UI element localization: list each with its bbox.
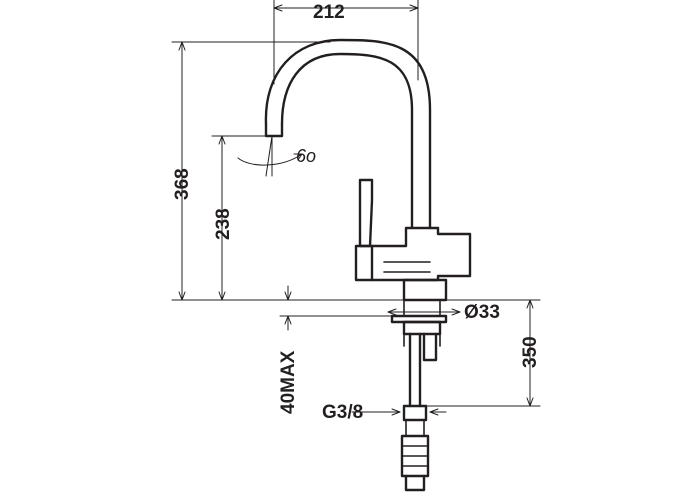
- dim-angle-value: 6: [296, 146, 307, 166]
- base-plate: [402, 278, 448, 302]
- spout-inner: [280, 52, 414, 230]
- hose: [408, 332, 422, 408]
- spout-outer: [264, 38, 432, 230]
- mount-nut: [402, 320, 442, 336]
- dim-thread-label: G3/8: [322, 402, 363, 423]
- dim-hole-diameter-label: Ø33: [464, 302, 500, 323]
- dim-total-height: 368: [171, 41, 405, 301]
- stud-side: [422, 332, 438, 362]
- side-lever: [354, 244, 374, 282]
- hose-connector: [400, 434, 430, 478]
- dim-thread: G3/8: [322, 402, 447, 423]
- dim-total-height-label: 368: [172, 168, 193, 200]
- dim-reach: 212: [273, 0, 419, 85]
- faucet-outline: [264, 38, 472, 492]
- mount-washer: [390, 314, 448, 324]
- dim-hose-length: 350: [423, 299, 541, 407]
- dim-angle: 6 o: [237, 135, 316, 177]
- spout-tip: [264, 122, 284, 138]
- connector-hex: [401, 419, 429, 467]
- top-lever: [358, 178, 374, 248]
- dim-max-thickness-label: 40MAX: [278, 350, 299, 414]
- hose-fitting: [402, 404, 428, 422]
- dim-angle-unit: o: [306, 146, 316, 166]
- dim-spout-height-label: 238: [213, 208, 234, 240]
- threaded-stud: [403, 299, 441, 347]
- dim-spout-height: 238: [211, 135, 267, 301]
- body-detail: [383, 261, 431, 273]
- dim-reach-label: 212: [313, 2, 345, 23]
- connector-end: [404, 474, 426, 492]
- body-block: [370, 226, 472, 282]
- dim-hose-length-label: 350: [520, 336, 541, 368]
- dim-max-thickness: 40MAX: [278, 285, 405, 414]
- dim-hole-diameter: Ø33: [387, 302, 500, 323]
